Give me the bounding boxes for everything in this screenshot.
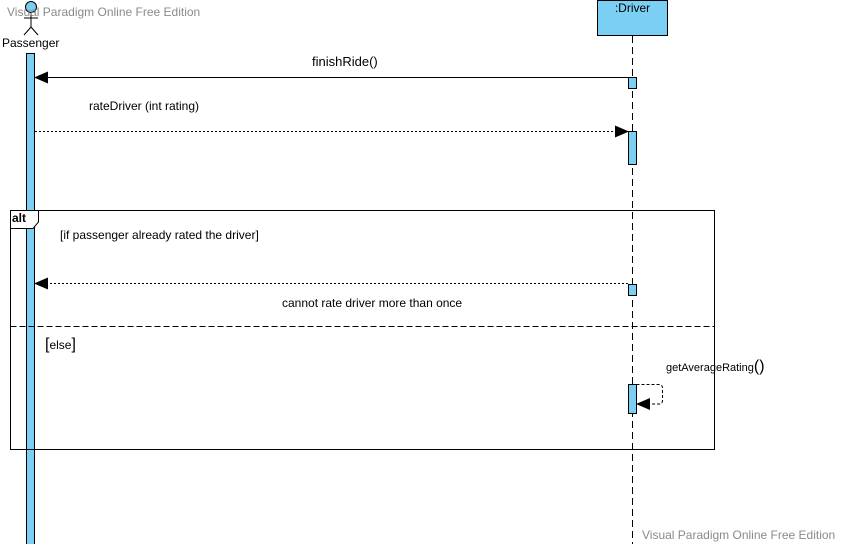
alt-guard-condition-1: [if passenger already rated the driver] (60, 228, 259, 242)
passenger-activation-bar[interactable] (26, 53, 35, 544)
alt-fragment-frame[interactable] (10, 210, 715, 450)
driver-activation-bar-2[interactable] (628, 131, 637, 165)
finish-ride-message-label: finishRide() (312, 54, 378, 69)
alt-fragment-operator-tab (10, 210, 39, 229)
alt-guard-2-close-bracket: ] (71, 336, 76, 353)
driver-activation-bar-1[interactable] (628, 77, 637, 89)
get-average-rating-self-message-arrow[interactable] (636, 384, 663, 410)
watermark-bottom: Visual Paradigm Online Free Edition (642, 528, 836, 542)
passenger-actor-icon[interactable] (23, 1, 39, 36)
driver-activation-bar-4[interactable] (628, 384, 637, 414)
passenger-actor-label: Passenger (2, 36, 60, 50)
cannot-rate-message-label: cannot rate driver more than once (282, 296, 463, 310)
driver-activation-bar-3[interactable] (628, 284, 637, 296)
alt-guard-2-text: else (49, 338, 72, 352)
alt-guard-condition-2: [else] (45, 336, 76, 354)
get-average-rating-parens: () (753, 358, 765, 375)
alt-guard-2-open-bracket: [ (45, 336, 50, 353)
driver-lifeline-box[interactable] (597, 0, 668, 36)
rate-driver-message-label: rateDriver (int rating) (89, 99, 200, 113)
watermark-top: Visual Paradigm Online Free Edition (7, 5, 201, 19)
alt-fragment-operator-label: alt (12, 211, 27, 225)
get-average-rating-message-label: getAverageRating() (666, 358, 765, 376)
driver-lifeline-label: :Driver (614, 1, 651, 15)
get-average-rating-name: getAverageRating (666, 362, 754, 374)
